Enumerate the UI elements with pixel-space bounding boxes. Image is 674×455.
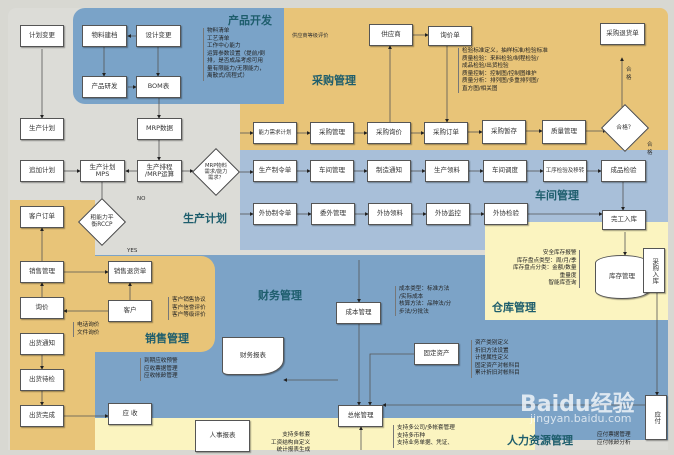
watermark-url: jingyan.baidu.com [530,412,632,425]
box-outsource-mgmt[interactable]: 委外管理 [311,203,355,225]
box-process-inspect[interactable]: 工序检验及移转 [543,160,587,182]
box-sales-return[interactable]: 销售退货单 [108,261,152,283]
note-warehouse: 安全库存报警 库存盘点类型：周/月/季 库存盘点分类：金额/数量 重量度 智能库… [510,250,581,288]
box-production-order[interactable]: 生产制令单 [253,160,297,182]
box-mrp-data[interactable]: MRP数据 [137,118,182,140]
box-capacity-plan[interactable]: 能力需求计划 [253,122,297,144]
cylinder-inventory-mgmt[interactable]: 库存管理 [595,255,649,299]
box-payable[interactable]: 应付 [645,395,667,440]
section-title-warehouse: 仓库管理 [492,301,536,314]
box-ledger[interactable]: 总帐管理 [338,405,383,427]
diamond-qualified-label: 合格？ [616,124,634,131]
box-hr-report[interactable]: 人事报表 [195,420,250,452]
watermark-suffix: 经验 [590,392,635,417]
box-ship-pending[interactable]: 出货待检 [20,369,64,391]
box-production-pick[interactable]: 生产领料 [425,160,469,182]
box-customer-order[interactable]: 客户订单 [20,206,64,228]
watermark-logo: Baidu经验 [520,386,635,418]
label-supplier-rating: 供应商等级评价 [292,33,329,39]
watermark-brand2: du [559,392,591,417]
box-production-plan[interactable]: 生产计划 [20,118,64,140]
note-product-dev: 物料清单 工艺清单 工作中心能力 运算参数设置（提前/倒 排，是否成品考虑可用 … [203,28,265,81]
box-mfg-notice[interactable]: 制造通知 [367,160,411,182]
section-title-finance: 财务管理 [258,289,302,302]
box-purchase-mgmt[interactable]: 采购管理 [310,122,354,144]
box-ship-done[interactable]: 出货完成 [20,405,64,427]
box-ship-notice[interactable]: 出货通知 [20,333,64,355]
section-title-workshop: 车间管理 [535,189,579,202]
box-outsource-monitor[interactable]: 外协监控 [426,203,470,225]
box-material-record[interactable]: 物料建档 [82,25,127,47]
box-plan-change[interactable]: 计划变更 [20,25,64,47]
box-outsource-inspect[interactable]: 外协检验 [484,203,528,225]
note-quality: 检验标准定义，抽样标准/检验标准 质量检验：来料检验/制程检验/ 成品检验/出货… [458,48,548,94]
note-cost: 成本类型：标准方法 /实际成本 核算方法：品种法/分 步法/分批法 [395,286,451,317]
box-cost-mgmt[interactable]: 成本管理 [336,302,381,324]
box-outsource-order[interactable]: 外协制令单 [253,203,297,225]
note-assets: 资产类别定义 折旧方法设置 计提属性定义 固定资产对帐科目 累计折旧对帐科目 [471,340,520,378]
box-purchase-return[interactable]: 采购退货单 [600,23,645,45]
box-workshop-dispatch[interactable]: 车间调度 [483,160,527,182]
note-customer: 客户销售协议 客户信誉评价 客户等级评价 [168,297,206,320]
diamond-rccp-label: 粗能力平 衡RCCP [90,215,114,228]
box-quality-mgmt[interactable]: 质量管理 [542,120,586,144]
section-title-purchasing: 采购管理 [312,74,356,87]
note-receivable: 到期应收预警 应收票据管理 应收帐龄管理 [140,358,178,381]
box-scheduling[interactable]: 生产排程 /MRP运算 [137,160,182,182]
box-product-inspect[interactable]: 成品检验 [601,160,646,182]
box-mps[interactable]: 生产计划 MPS [80,160,125,182]
label-no: NO [137,196,146,202]
box-sales-mgmt[interactable]: 销售管理 [20,261,64,283]
doc-financial-report[interactable]: 财务报表 [222,337,284,375]
section-title-sales: 销售管理 [145,332,189,345]
diamond-mrp-check-label: MRP物料 需求/能力 需求？ [204,162,228,182]
note-hr: 支持多帐套 工资结构自定义 统计报表生成 [271,432,311,454]
box-inquiry[interactable]: 询价 [20,297,64,319]
box-supplier[interactable]: 供应商 [369,24,413,46]
box-purchase-inquiry[interactable]: 采购询价 [367,122,411,144]
box-customer[interactable]: 客户 [108,300,152,322]
note-ledger: 支持多公司/多帐套管理 支持多币种 支持业务单据、凭证、 [393,425,455,448]
note-inquiry: 电话询价 文件询价 [73,322,99,338]
box-receivable[interactable]: 应 收 [108,403,152,425]
box-outsource-pick[interactable]: 外协领料 [368,203,412,225]
box-add-plan[interactable]: 追加计划 [20,160,64,182]
section-title-production-plan: 生产计划 [183,212,227,225]
box-inquiry-sheet[interactable]: 询价单 [428,26,472,46]
section-title-hr: 人力资源管理 [507,434,573,447]
box-purchase-temp[interactable]: 采购暂存 [482,120,526,144]
box-purchase-order[interactable]: 采购订单 [424,122,468,144]
label-pass-2: 合 格 [647,142,653,156]
watermark-brand: Bai [520,392,560,417]
section-title-product-dev: 产品开发 [228,14,272,27]
box-finished-storage[interactable]: 完工入库 [602,210,646,230]
box-bom[interactable]: BOM表 [136,76,181,98]
box-design-change[interactable]: 设计变更 [136,25,181,47]
box-product-rd[interactable]: 产品研发 [82,76,127,98]
box-fixed-assets[interactable]: 固定资产 [414,343,459,365]
region-hr [95,418,535,450]
label-yes: YES [127,248,138,254]
note-payable: 应付票据管理 应付帐龄分析 [597,432,631,446]
box-workshop-mgmt[interactable]: 车间管理 [310,160,354,182]
label-pass-1: 合 格 [626,67,632,81]
box-purchase-storage[interactable]: 采购入库 [643,248,665,293]
